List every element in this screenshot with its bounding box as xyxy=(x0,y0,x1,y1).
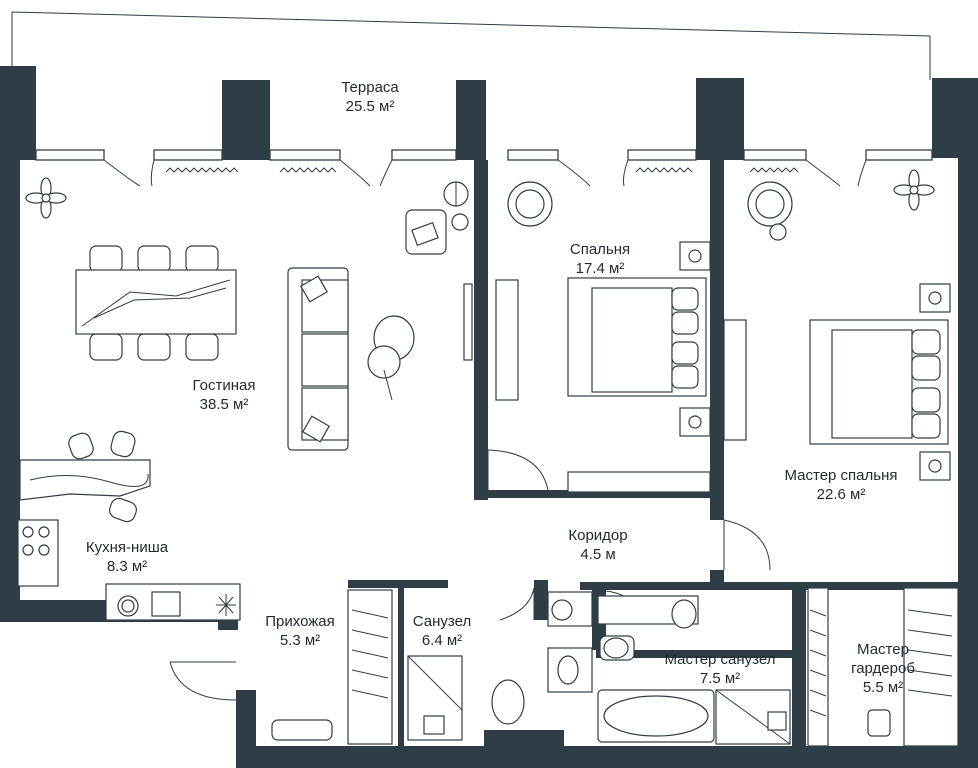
column-2 xyxy=(456,80,486,160)
room-name: Мастер xyxy=(857,641,909,658)
tv-stand xyxy=(463,283,473,361)
bedroom-furniture xyxy=(495,181,711,493)
room-name: Спальня xyxy=(569,241,631,258)
room-label-master-bathroom: Мастер санузел 7.5 м² xyxy=(638,650,802,688)
room-name: Терраса xyxy=(341,79,399,96)
room-label-living: Гостиная 38.5 м² xyxy=(174,376,274,414)
room-name: Гостиная xyxy=(192,377,256,394)
room-label-corridor: Коридор 4.5 м xyxy=(548,526,648,564)
kitchen-furniture xyxy=(17,430,241,621)
room-area: 17.4 м² xyxy=(575,260,625,277)
plant-icon xyxy=(25,177,67,219)
windows xyxy=(35,149,933,187)
room-name: Коридор xyxy=(568,527,628,544)
room-area: 6.4 м² xyxy=(421,632,463,649)
room-label-kitchen: Кухня-ниша 8.3 м² xyxy=(64,538,190,576)
room-label-hall: Прихожая 5.3 м² xyxy=(250,612,350,650)
dining-table xyxy=(75,245,237,361)
master-bedroom-furniture xyxy=(723,169,951,481)
room-label-master-wardrobe: Мастер гардероб 5.5 м² xyxy=(838,640,928,697)
room-area: 5.3 м² xyxy=(279,632,321,649)
room-area: 25.5 м² xyxy=(345,98,395,115)
room-label-terrace: Терраса 25.5 м² xyxy=(320,78,420,116)
room-label-master-bedroom: Мастер спальня 22.6 м² xyxy=(762,466,920,504)
room-area: 22.6 м² xyxy=(816,486,866,503)
room-area: 5.5 м² xyxy=(862,679,904,696)
column-4 xyxy=(932,78,978,158)
room-area: 4.5 м xyxy=(580,546,616,563)
room-label-bathroom: Санузел 6.4 м² xyxy=(398,612,486,650)
room-area: 8.3 м² xyxy=(106,558,148,575)
room-name: Санузел xyxy=(412,613,472,630)
room-area: 38.5 м² xyxy=(199,396,249,413)
room-name: гардероб xyxy=(851,660,915,677)
sofa xyxy=(287,267,349,451)
room-area: 7.5 м² xyxy=(699,670,741,687)
wall-left xyxy=(0,66,36,160)
column-3 xyxy=(696,78,744,160)
living-furniture xyxy=(25,177,473,451)
room-name: Мастер спальня xyxy=(784,467,898,484)
bathroom-furniture xyxy=(271,587,959,747)
room-name: Кухня-ниша xyxy=(85,539,169,556)
column-1 xyxy=(222,80,270,160)
walls xyxy=(0,66,978,768)
terrace-outline xyxy=(11,11,931,80)
room-name: Прихожая xyxy=(265,613,335,630)
room-name: Мастер санузел xyxy=(664,651,776,668)
room-label-bedroom: Спальня 17.4 м² xyxy=(550,240,650,278)
